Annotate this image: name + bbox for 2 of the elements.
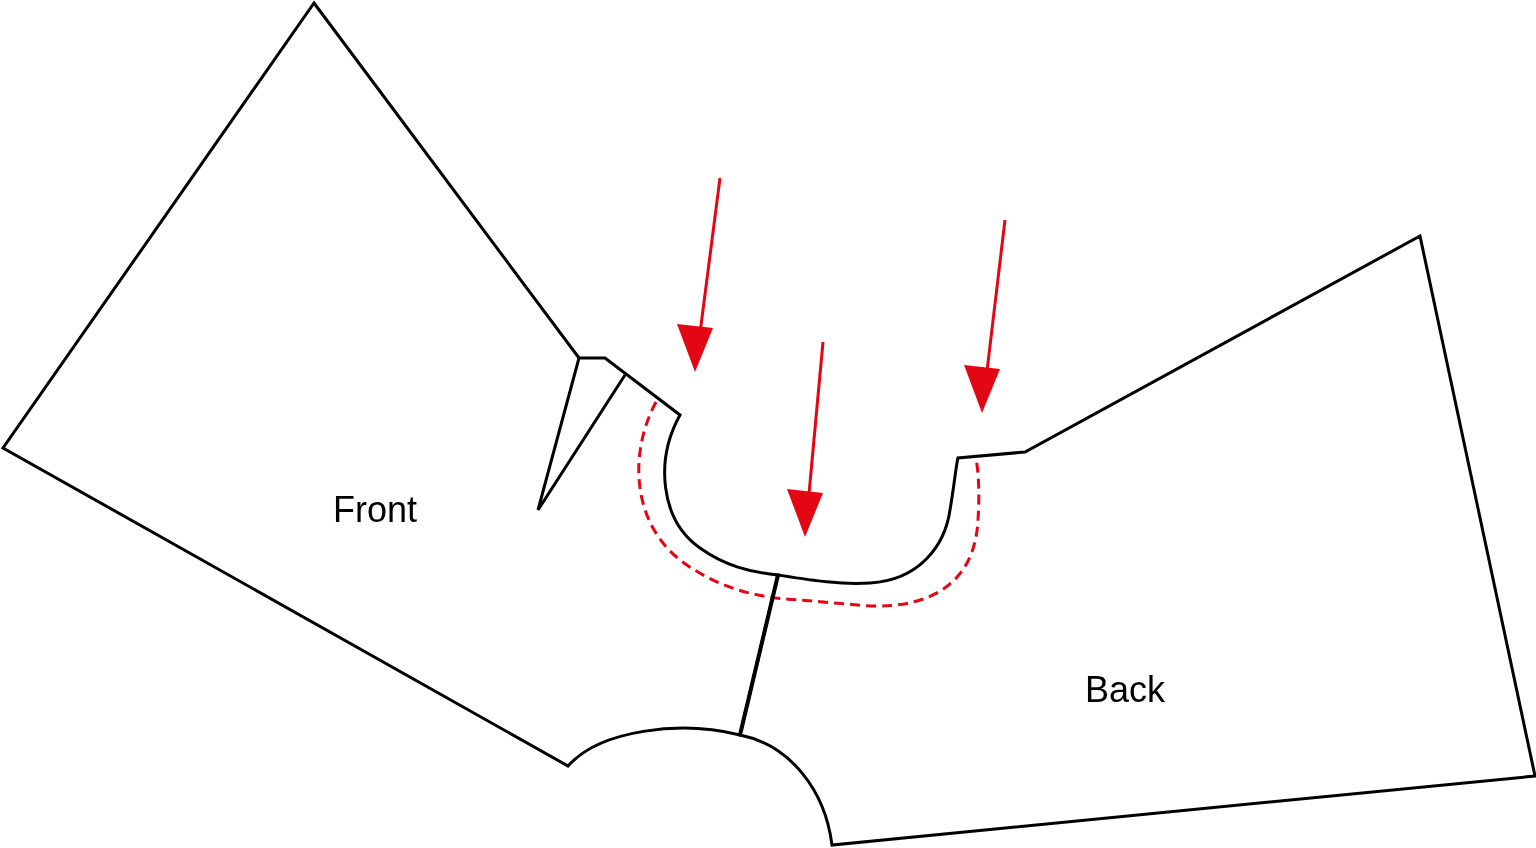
piece-label: Front [333,492,417,528]
piece-label: Back [1085,672,1165,708]
